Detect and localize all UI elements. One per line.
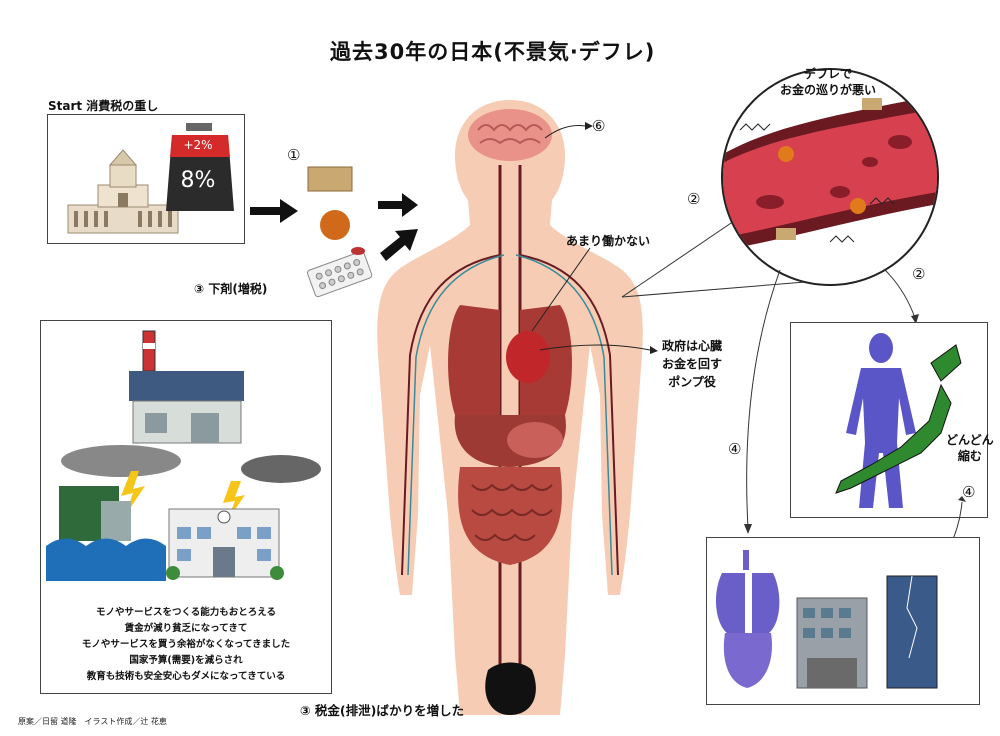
banknote-icon [776,228,796,240]
step-6-marker: ⑥ [592,117,606,135]
capsule-icon [351,247,365,255]
cracked-tower-icon [886,575,938,689]
dam-flood-icon [46,486,166,581]
credit-text: 原案／日留 道隆 イラスト作成／辻 花恵 [18,717,167,726]
arrow-up-right-icon [380,229,418,261]
brain-arrow [544,122,593,139]
factory-icon [129,330,244,444]
heart-pointer [539,344,658,354]
tax-excretion-label: ③ 税金(排泄)ばかりを増した [300,703,465,718]
brain-icon [468,109,552,161]
not-working-pointer [531,247,591,332]
weight-handle [186,123,212,131]
arrow-right-icon [250,199,298,223]
cracked-building-icon [796,597,868,689]
bubble-flow-arrows [744,269,919,534]
shrinking-japan-panel [790,322,988,518]
coin-icon [778,146,794,162]
banknote-icon [862,98,882,110]
storm-cloud-icon [61,445,321,521]
coin-icon [320,210,350,240]
blood-vessel-bubble [621,68,939,298]
step-2-marker-b: ② [912,265,926,283]
arrow-right-icon [378,193,418,217]
laxative-items [307,166,373,298]
weight-main-text: 8% [180,168,216,193]
step-3-laxative-label: ③ 下剤(増税) [194,282,268,296]
japan-map-icon [835,344,962,494]
pill-pack-icon [307,250,373,298]
page-title: 過去30年の日本(不景気·デフレ) [330,40,656,64]
deflation-label: デフレで お金の巡りが悪い [780,67,877,97]
human-body-illustration [377,100,643,715]
step-4-marker-a: ④ [728,440,742,458]
degraded-organs-icon [715,550,780,688]
step-4-marker-b: ④ [962,483,976,501]
flow-arrows [250,193,418,261]
school-building-icon [166,508,284,580]
banknote-icon [307,166,353,192]
decline-panel: モノやサービスをつくる能力もおとろえる 賃金が減り貧乏になってきて モノやサービ… [40,320,332,694]
start-label: Start 消費税の重し [48,99,159,113]
stomach-icon [507,422,563,458]
not-working-label: あまり働かない [566,234,651,248]
body-silhouette [377,100,643,715]
diet-building-illustration [67,123,234,234]
heart-label: 政府は心臓 お金を回す ポンプ役 [662,339,723,389]
step-2-marker-a: ② [687,190,701,208]
weight-top-text: +2% [183,138,213,152]
excretion-icon [485,662,536,715]
coin-icon [850,198,866,214]
step-1-marker: ① [287,146,301,164]
shrink-label: どんどん 縮む [946,433,994,463]
decline-text: モノやサービスをつくる能力もおとろえる 賃金が減り貧乏になってきて モノやサービ… [81,607,291,682]
degraded-panel [706,537,980,705]
lung-left [448,305,500,415]
heart-icon [506,331,550,383]
start-panel [47,114,245,244]
